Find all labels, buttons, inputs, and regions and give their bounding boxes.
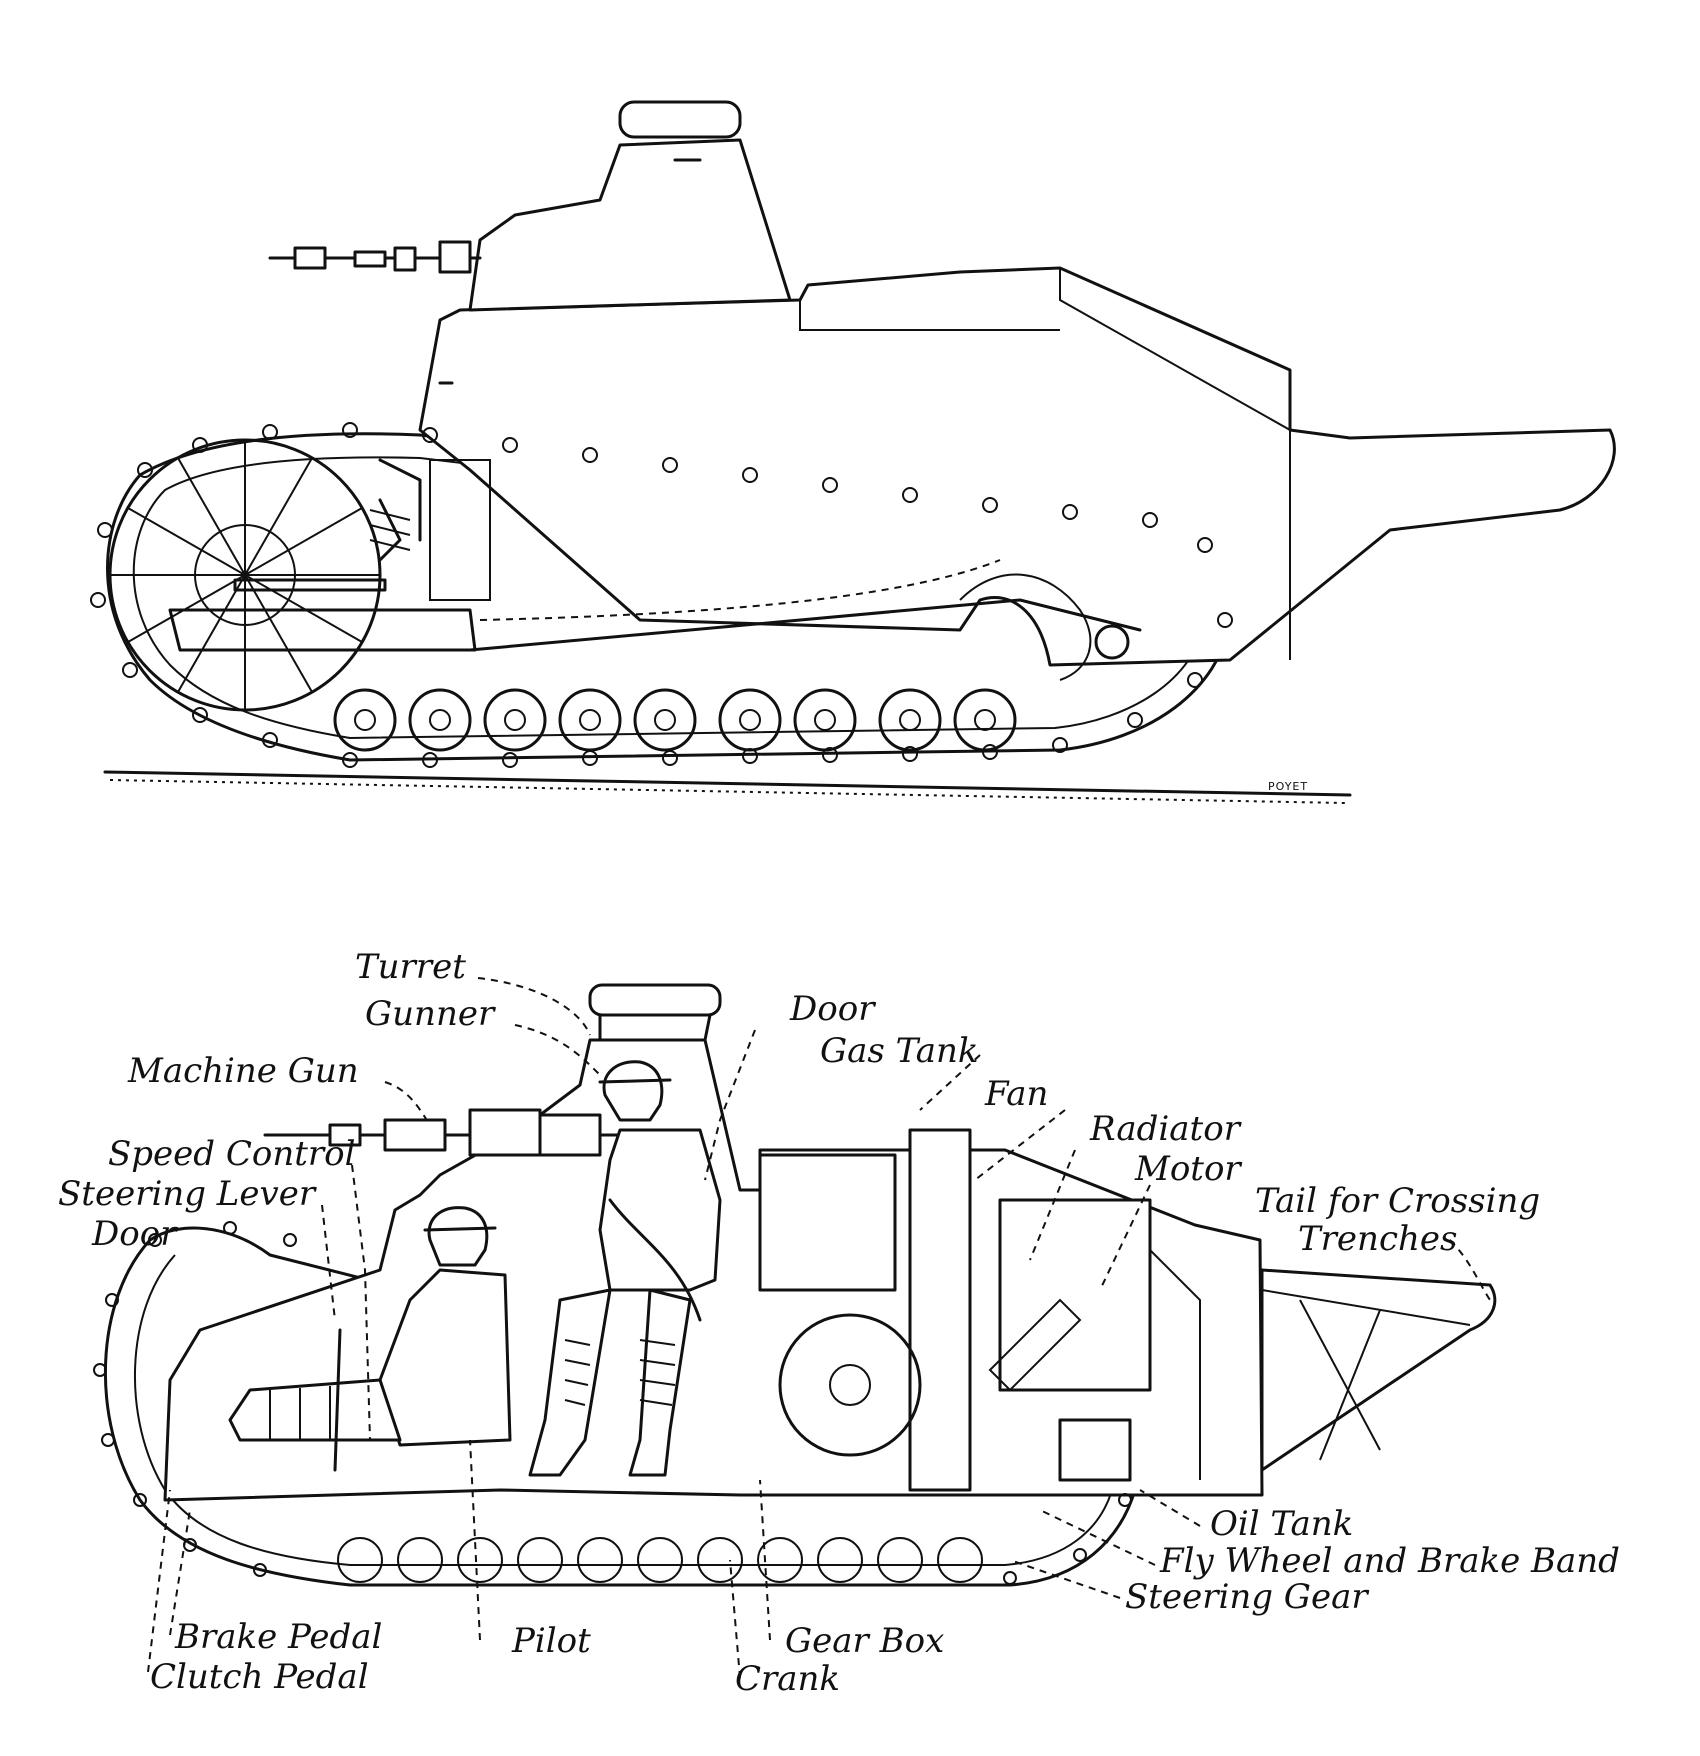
label-machine-gun: Machine Gun bbox=[127, 1051, 359, 1091]
signature: POYET bbox=[1268, 780, 1308, 793]
tank-hull-exterior bbox=[418, 266, 1616, 667]
label-door-top: Door bbox=[789, 989, 876, 1029]
tank-cutaway-view: Turret Gunner Machine Gun Speed Control … bbox=[58, 947, 1620, 1699]
label-turret: Turret bbox=[355, 947, 466, 987]
label-steering-lever: Steering Lever bbox=[58, 1174, 317, 1214]
road-wheels-cutaway bbox=[337, 1537, 983, 1583]
track-pins-exterior bbox=[90, 422, 1233, 768]
label-brake-pedal: Brake Pedal bbox=[174, 1617, 382, 1657]
label-speed-control: Speed Control bbox=[108, 1134, 356, 1174]
label-steering-gear: Steering Gear bbox=[1125, 1577, 1369, 1617]
gunner-figure bbox=[528, 1060, 722, 1477]
track-outline-cutaway bbox=[103, 1226, 1142, 1587]
label-oil-tank: Oil Tank bbox=[1210, 1504, 1353, 1544]
part-labels: Turret Gunner Machine Gun Speed Control … bbox=[58, 947, 1620, 1699]
pilot-figure bbox=[228, 1206, 512, 1472]
leader-lines bbox=[147, 977, 1491, 1679]
engine-compartment bbox=[758, 1128, 1201, 1492]
label-door-front: Door bbox=[91, 1214, 178, 1254]
label-trenches: Trenches bbox=[1298, 1219, 1457, 1259]
tank-exterior-view: POYET bbox=[90, 100, 1616, 804]
label-gunner: Gunner bbox=[365, 994, 496, 1034]
label-gas-tank: Gas Tank bbox=[820, 1031, 979, 1071]
road-wheels-exterior bbox=[333, 688, 1017, 752]
turret-hatch-cutaway bbox=[588, 983, 722, 1017]
label-motor: Motor bbox=[1134, 1149, 1242, 1189]
turret-exterior bbox=[468, 138, 792, 312]
machine-gun-cutaway bbox=[263, 1108, 622, 1157]
label-radiator: Radiator bbox=[1089, 1109, 1242, 1149]
machine-gun-exterior bbox=[268, 240, 482, 274]
suspension-exterior bbox=[168, 458, 1142, 681]
label-crank: Crank bbox=[735, 1659, 840, 1699]
label-fan: Fan bbox=[984, 1074, 1048, 1114]
label-clutch-pedal: Clutch Pedal bbox=[150, 1657, 369, 1697]
track-pins-cutaway bbox=[93, 1221, 1132, 1585]
label-gear-box: Gear Box bbox=[785, 1621, 944, 1661]
ground-line bbox=[103, 770, 1352, 797]
label-fly-wheel: Fly Wheel and Brake Band bbox=[1159, 1541, 1620, 1581]
turret-hatch-exterior bbox=[618, 100, 742, 139]
label-tail: Tail for Crossing bbox=[1255, 1181, 1540, 1221]
label-pilot: Pilot bbox=[511, 1621, 591, 1661]
